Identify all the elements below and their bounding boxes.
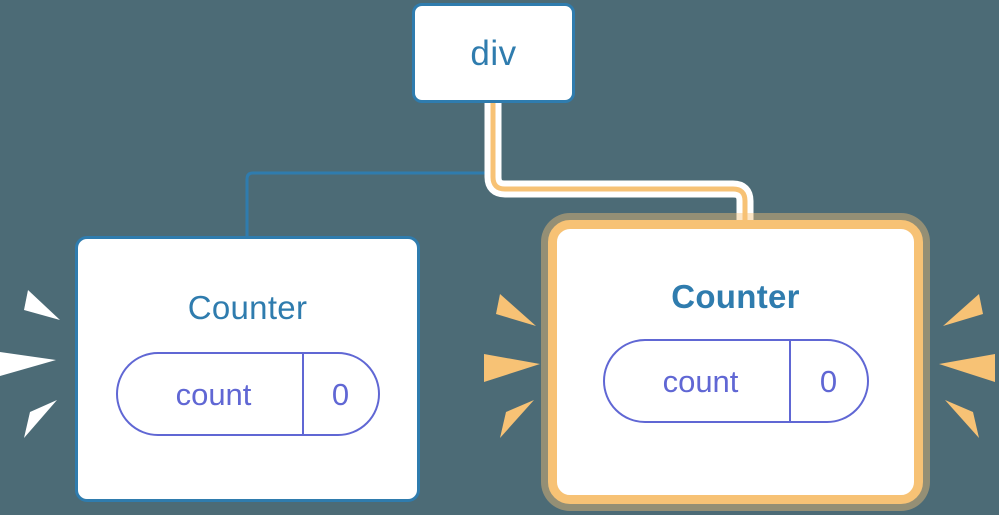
edge-div-to-counter-right <box>490 103 748 238</box>
edge-div-to-counter-right-halo <box>484 103 754 238</box>
counter-right-title: Counter <box>671 278 800 315</box>
counter-left-state-key: count <box>118 354 304 434</box>
node-div-label: div <box>470 33 517 73</box>
counter-right-state-pill[interactable]: count 0 <box>602 339 869 423</box>
counter-right-state-value: 0 <box>819 363 838 399</box>
counter-right-state-key: count <box>605 341 791 421</box>
edge-div-to-counter-left <box>245 103 495 238</box>
counter-left-state-pill[interactable]: count 0 <box>115 352 380 436</box>
counter-left-state-value: 0 <box>331 376 350 412</box>
node-counter-right[interactable]: Counter count 0 <box>548 220 923 504</box>
node-counter-left[interactable]: Counter count 0 <box>75 236 420 502</box>
counter-left-title: Counter <box>187 289 308 326</box>
node-div[interactable]: div <box>412 3 575 103</box>
